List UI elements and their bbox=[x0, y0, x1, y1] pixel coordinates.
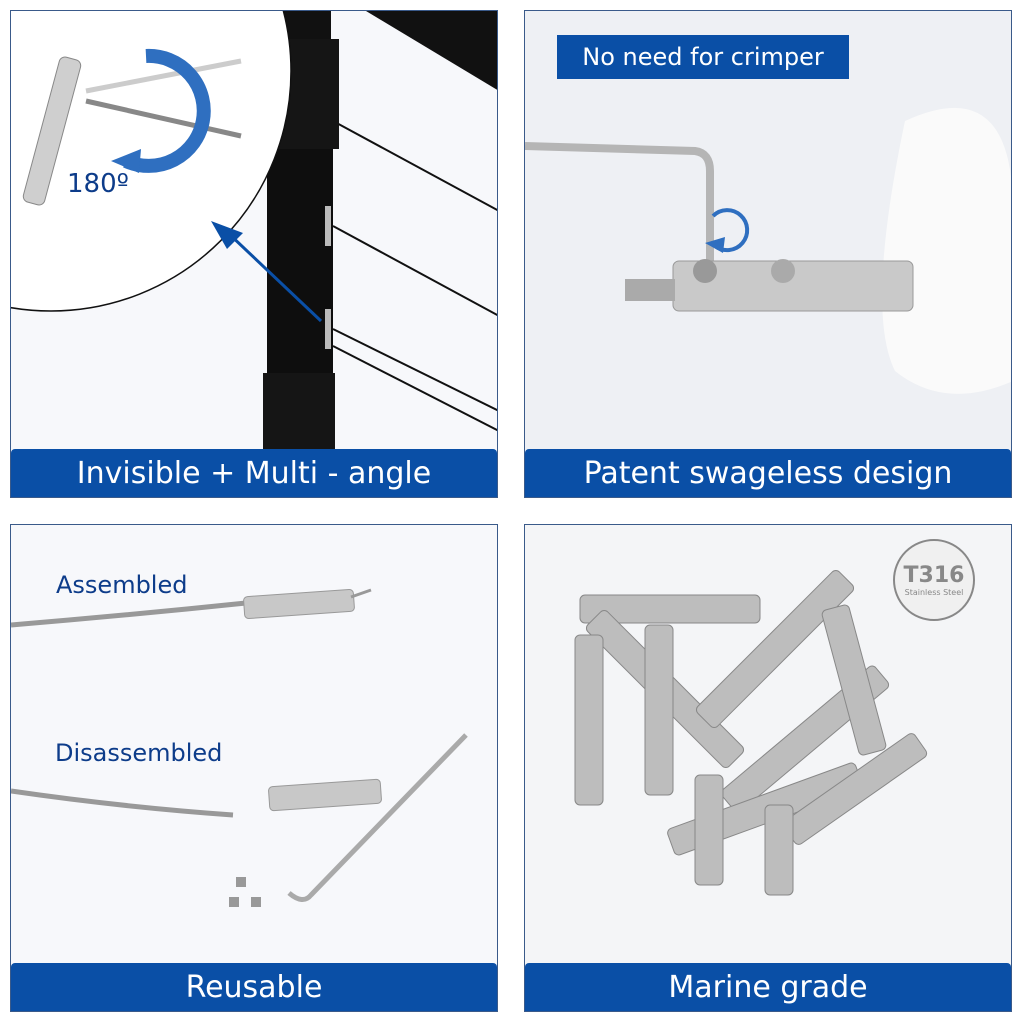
badge-subtitle: Stainless Steel bbox=[904, 588, 964, 597]
t316-badge: T316 Stainless Steel bbox=[893, 539, 975, 621]
fittings-pile-illustration bbox=[574, 569, 928, 896]
assembled-label: Assembled bbox=[56, 571, 188, 599]
hex-key-illustration bbox=[525, 107, 1011, 394]
panel-reusable: Assembled Disassembled Reusable bbox=[10, 524, 498, 1012]
panel-patent-swageless: No need for crimper Patent swageless des… bbox=[524, 10, 1012, 498]
rotation-label: 180º bbox=[67, 169, 129, 199]
no-crimper-tag: No need for crimper bbox=[557, 35, 849, 79]
disassembled-label: Disassembled bbox=[55, 739, 223, 767]
caption-banner: Reusable bbox=[11, 963, 497, 1011]
caption-banner: Patent swageless design bbox=[525, 449, 1011, 497]
badge-title: T316 bbox=[903, 563, 965, 588]
railing-illustration bbox=[11, 11, 497, 463]
caption-banner: Invisible + Multi - angle bbox=[11, 449, 497, 497]
caption-banner: Marine grade bbox=[525, 963, 1011, 1011]
cable-fittings-illustration bbox=[11, 588, 468, 907]
panel-invisible-multi-angle: 180º Invisible + Multi - angle bbox=[10, 10, 498, 498]
panel-marine-grade: T316 Stainless Steel Marine grade bbox=[524, 524, 1012, 1012]
